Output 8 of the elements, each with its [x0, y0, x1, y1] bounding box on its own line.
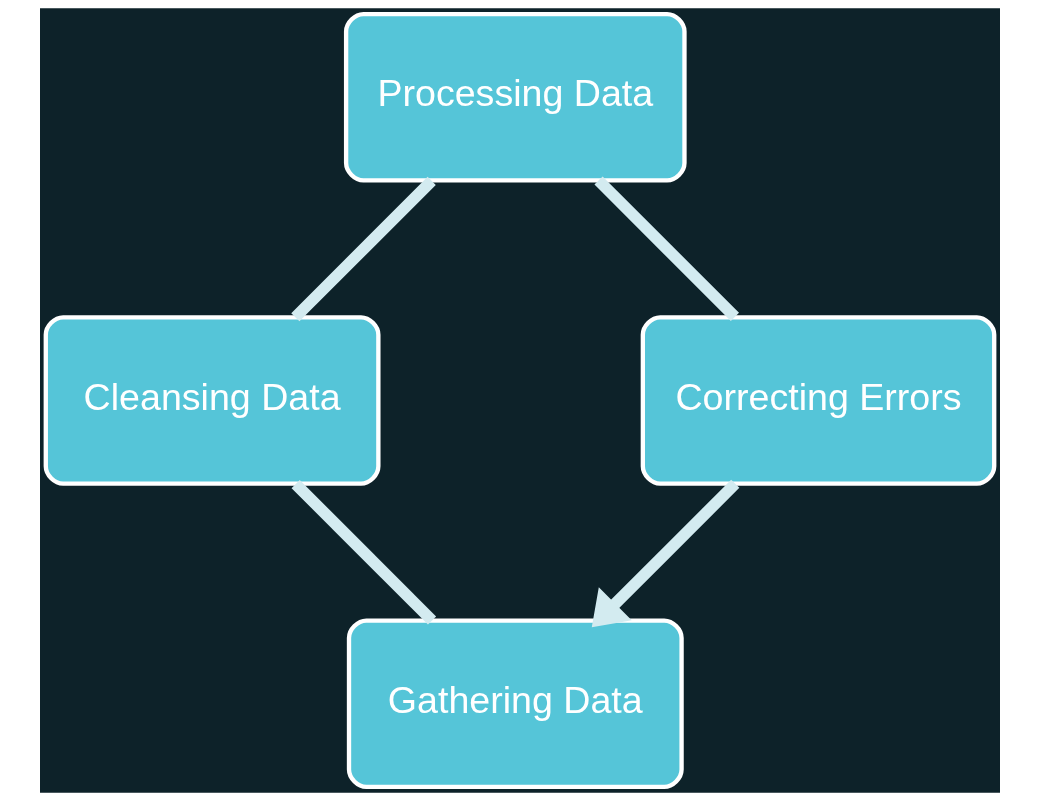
node-box: Processing Data — [343, 11, 687, 183]
connector — [291, 176, 436, 322]
connector — [594, 176, 739, 321]
node-box: Gathering Data — [346, 618, 684, 790]
node-box: Correcting Errors — [640, 315, 997, 486]
arrow — [591, 479, 740, 628]
connector — [291, 480, 437, 625]
node-box: Cleansing Data — [43, 315, 381, 486]
